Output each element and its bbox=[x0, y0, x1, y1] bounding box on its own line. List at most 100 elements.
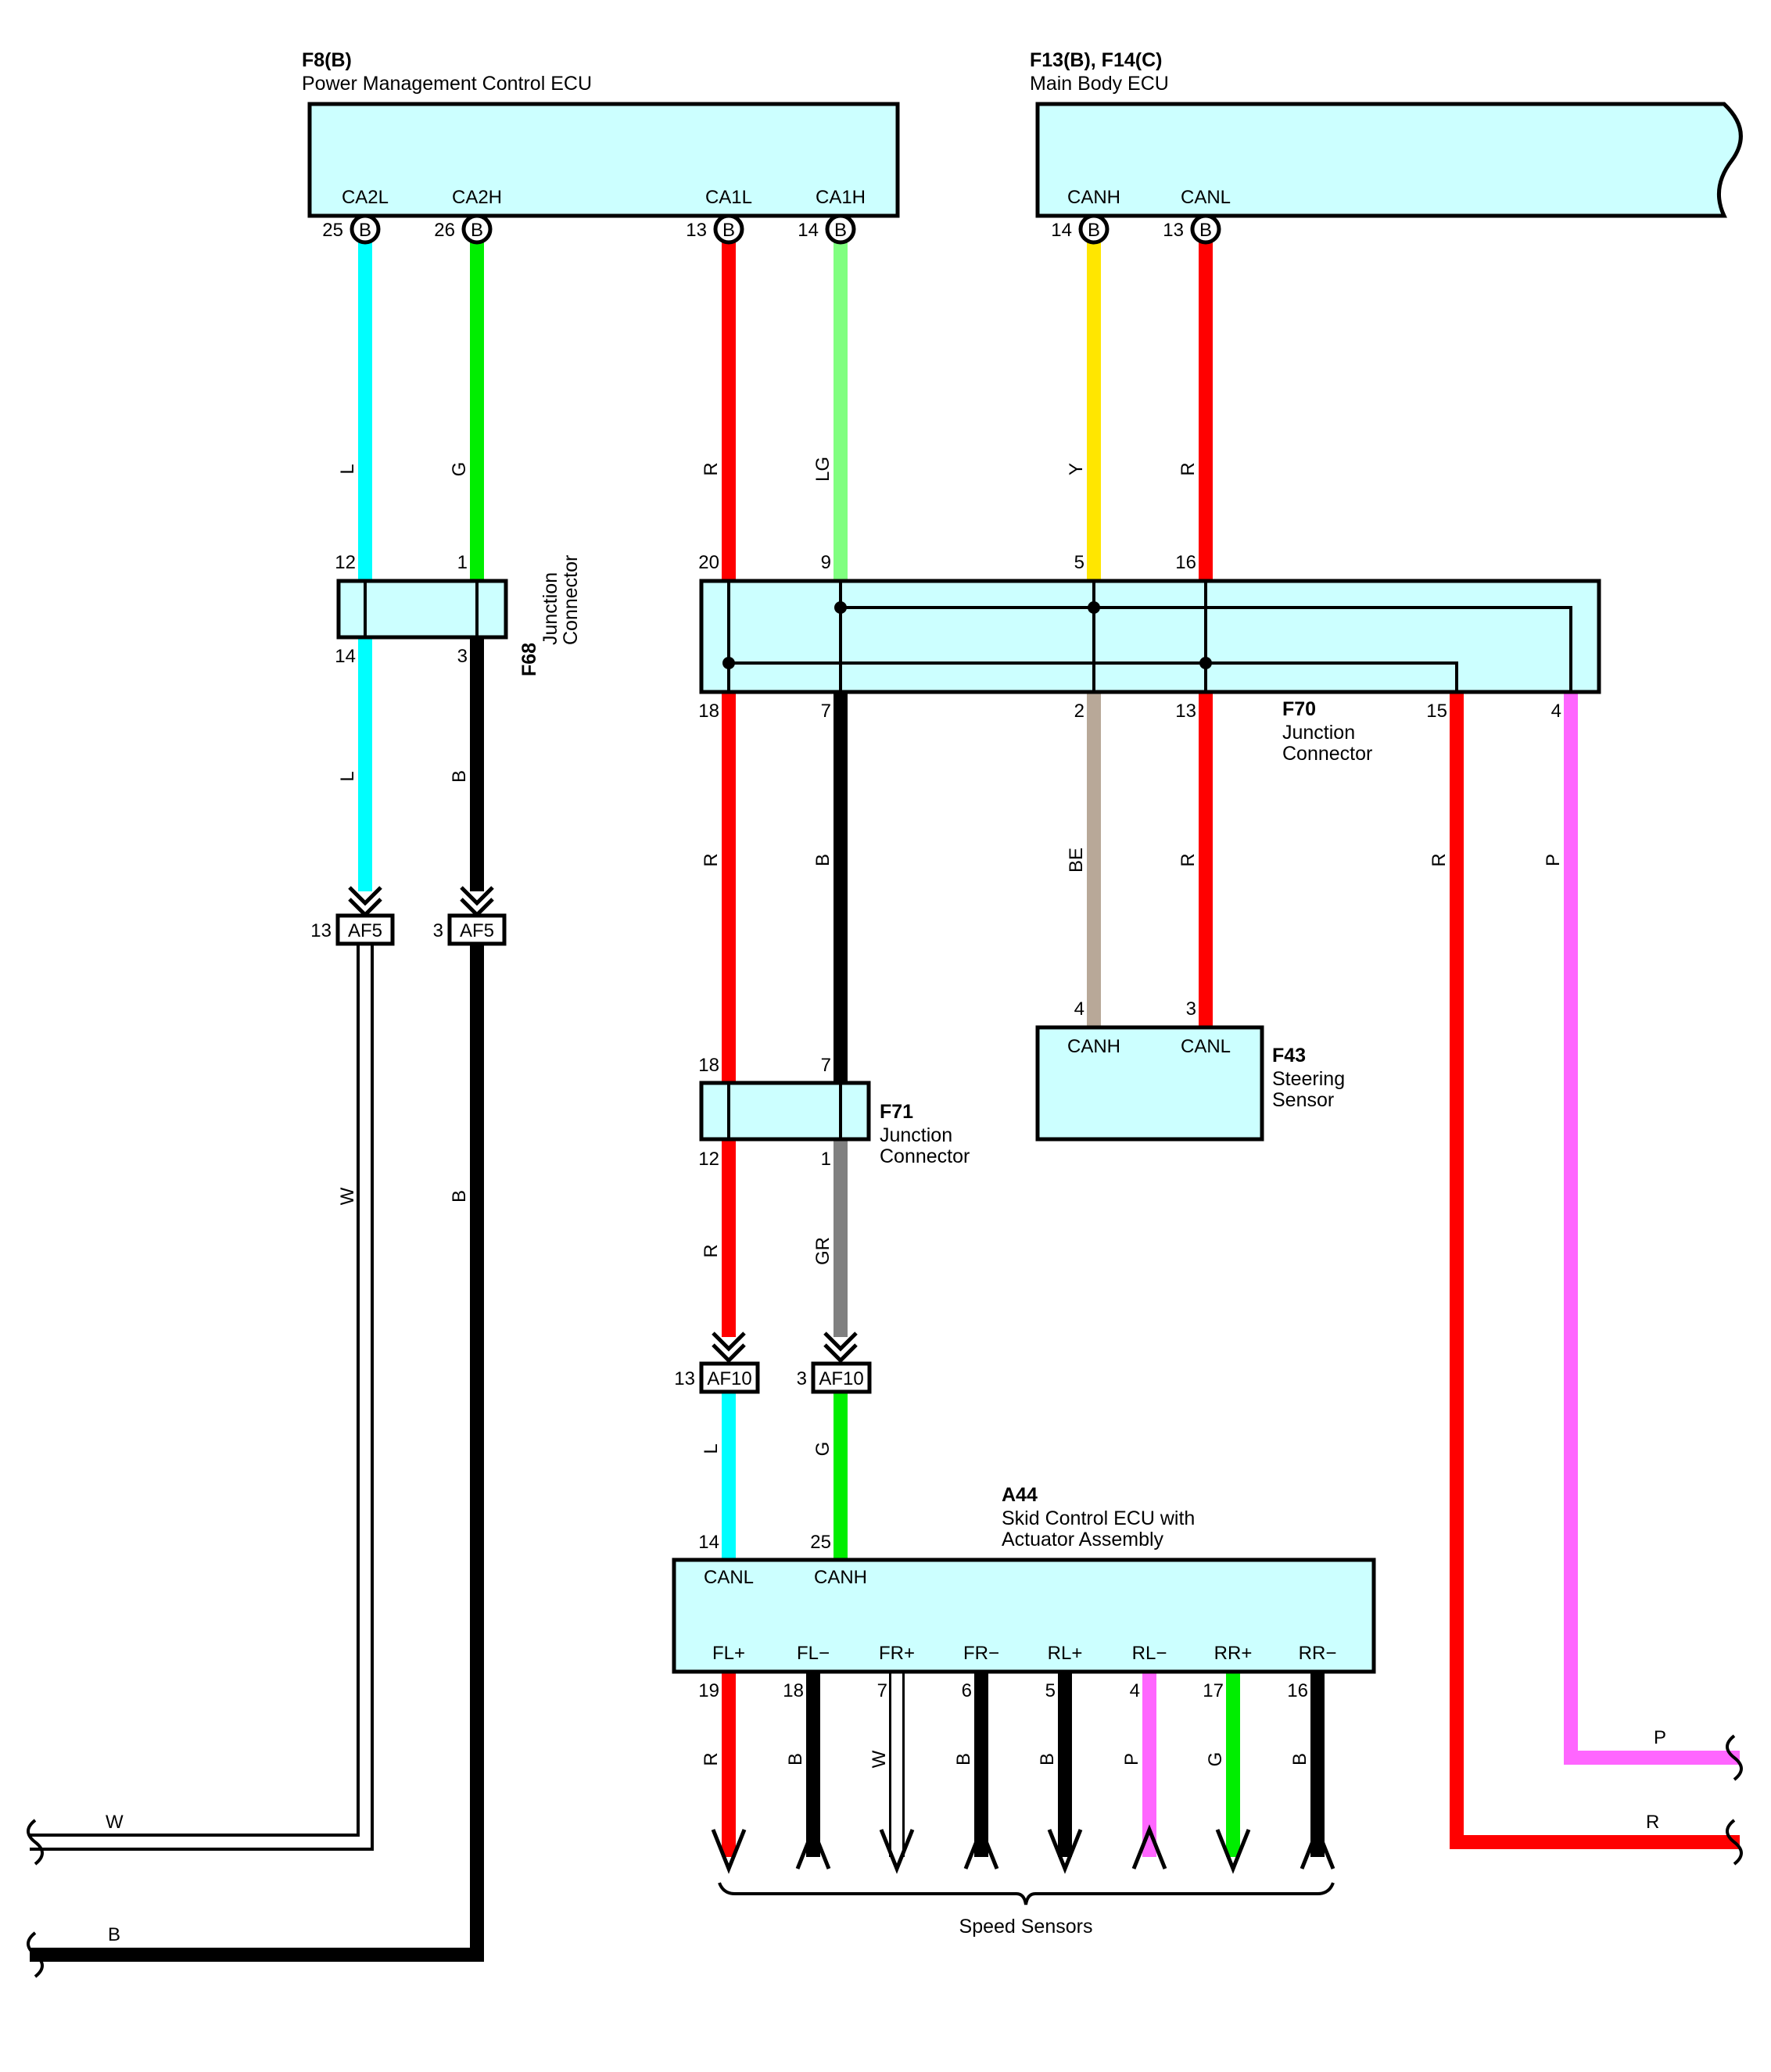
arrow-fr-minus-icon bbox=[963, 1824, 999, 1869]
f8-name: Power Management Control ECU bbox=[302, 73, 592, 95]
a44-terminal-fl-plus: FL+ bbox=[712, 1643, 745, 1664]
pin-a44-b5: 4 bbox=[1130, 1680, 1140, 1701]
component-f71: F71 Junction Connector bbox=[699, 1081, 970, 1167]
inline-connectors bbox=[348, 886, 858, 1364]
pin-f71-out-r: 1 bbox=[821, 1149, 831, 1170]
code-f70-3: BE bbox=[1066, 848, 1087, 873]
pin-a44-canl: 14 bbox=[698, 1532, 719, 1553]
a44-terminal-fl-minus: FL− bbox=[797, 1643, 830, 1664]
connector-af10-left: AF10 bbox=[699, 1361, 760, 1394]
code-f70-6: P bbox=[1543, 854, 1564, 866]
pin-mb-canl: 13 bbox=[1163, 220, 1184, 241]
code-f71-r: GR bbox=[812, 1237, 834, 1265]
pin-a44-b4: 5 bbox=[1045, 1680, 1056, 1701]
f43-code: F43 bbox=[1272, 1045, 1306, 1066]
code-a44-b7: B bbox=[1289, 1753, 1310, 1766]
code-edge-p: P bbox=[1654, 1727, 1666, 1748]
pin-f68-out-r: 3 bbox=[457, 646, 468, 667]
pin-f70-in3: 5 bbox=[1074, 552, 1084, 573]
speed-sensors-label: Speed Sensors bbox=[959, 1916, 1093, 1938]
code-f70-5: R bbox=[1429, 853, 1450, 866]
f68-name-line2: Connector bbox=[560, 555, 582, 645]
f70-code: F70 bbox=[1282, 698, 1316, 720]
component-a44: A44 Skid Control ECU with Actuator Assem… bbox=[672, 1484, 1376, 1674]
pin-f43-canl: 3 bbox=[1186, 998, 1196, 1020]
component-f68: F68 Junction Connector bbox=[336, 555, 582, 676]
component-f43: CANH CANL F43 Steering Sensor bbox=[1035, 1025, 1345, 1142]
f43-terminal-canl: CANL bbox=[1181, 1036, 1231, 1057]
speed-sensors-group: Speed Sensors bbox=[718, 1882, 1335, 1938]
a44-terminal-canh: CANH bbox=[814, 1567, 867, 1588]
wire-f70-5 bbox=[1450, 692, 1740, 1849]
code-af5-l: W bbox=[337, 1187, 358, 1205]
f71-code: F71 bbox=[880, 1101, 913, 1123]
f68-name-line1: Junction bbox=[540, 572, 561, 645]
pin-f71-in-l: 18 bbox=[698, 1055, 719, 1076]
code-mb-canh: Y bbox=[1066, 463, 1087, 475]
code-f70-4: R bbox=[1178, 853, 1199, 866]
af10-right-code: AF10 bbox=[819, 1368, 863, 1389]
svg-text:B: B bbox=[834, 220, 847, 241]
pin-f70-in1: 20 bbox=[698, 552, 719, 573]
pin-f68-in-r: 1 bbox=[457, 552, 468, 573]
code-a44-b2: W bbox=[869, 1750, 890, 1768]
pin-a44-b6: 17 bbox=[1203, 1680, 1224, 1701]
f8-code: F8(B) bbox=[302, 49, 352, 71]
svg-text:B: B bbox=[1088, 220, 1100, 241]
wire-af5-b bbox=[30, 944, 484, 1962]
wire-af5-w bbox=[30, 944, 374, 1851]
code-f70-1: R bbox=[701, 853, 722, 866]
pin-af5-r: 3 bbox=[433, 920, 443, 941]
edge-breaks bbox=[27, 1734, 1743, 1978]
arrow-rl-plus-icon bbox=[1047, 1829, 1083, 1874]
pin-af10-r: 3 bbox=[797, 1368, 807, 1389]
code-ca2h: G bbox=[449, 462, 470, 477]
marker-f8-ca2l: B bbox=[350, 213, 381, 245]
pin-f68-in-l: 12 bbox=[335, 552, 356, 573]
svg-text:B: B bbox=[359, 220, 371, 241]
code-af5-r: B bbox=[449, 1190, 470, 1203]
speed-sensor-arrows bbox=[711, 1824, 1335, 1874]
arrow-fr-plus-icon bbox=[879, 1829, 915, 1874]
connector-af5-right: AF5 bbox=[447, 913, 507, 946]
main-body-terminal-canl: CANL bbox=[1181, 187, 1231, 208]
pin-a44-b7: 16 bbox=[1287, 1680, 1308, 1701]
wire-af5-w-fill bbox=[30, 944, 371, 1848]
pin-af5-l: 13 bbox=[310, 920, 332, 941]
f43-terminal-canh: CANH bbox=[1067, 1036, 1120, 1057]
code-a44-b6: G bbox=[1205, 1752, 1226, 1767]
pin-f70-in4: 16 bbox=[1175, 552, 1196, 573]
code-edge-r: R bbox=[1646, 1812, 1659, 1833]
af5-right-code: AF5 bbox=[460, 920, 494, 941]
code-af10-l: L bbox=[701, 1443, 722, 1454]
marker-f8-ca1h: B bbox=[825, 213, 856, 245]
pin-f43-canh: 4 bbox=[1074, 998, 1084, 1020]
arrow-rr-minus-icon bbox=[1300, 1824, 1335, 1869]
arrow-fl-minus-icon bbox=[795, 1824, 831, 1869]
pin-a44-b3: 6 bbox=[962, 1680, 972, 1701]
pin-f8-ca1h: 14 bbox=[798, 220, 819, 241]
af10-left-code: AF10 bbox=[707, 1368, 751, 1389]
code-f68-r: B bbox=[449, 770, 470, 783]
marker-mb-canl: B bbox=[1190, 213, 1221, 245]
code-ca1h: LG bbox=[812, 457, 834, 482]
f71-name-line2: Connector bbox=[880, 1145, 970, 1167]
main-body-code: F13(B), F14(C) bbox=[1030, 49, 1162, 71]
pin-f8-ca2l: 25 bbox=[322, 220, 343, 241]
pin-f71-in-r: 7 bbox=[821, 1055, 831, 1076]
f71-name-line1: Junction bbox=[880, 1124, 952, 1146]
f43-name-line2: Sensor bbox=[1272, 1089, 1334, 1111]
component-main-body-ecu: F13(B), F14(C) Main Body ECU CANH CANL bbox=[1030, 49, 1743, 218]
component-f70: F70 Junction Connector bbox=[699, 579, 1601, 765]
code-edge-w: W bbox=[106, 1812, 124, 1833]
pin-a44-b1: 18 bbox=[783, 1680, 804, 1701]
pin-f70-out2: 7 bbox=[821, 701, 831, 722]
code-a44-b0: R bbox=[701, 1752, 722, 1766]
marker-mb-canh: B bbox=[1078, 213, 1110, 245]
marker-f8-ca1l: B bbox=[713, 213, 744, 245]
f70-name-line2: Connector bbox=[1282, 743, 1372, 765]
pin-f70-out1: 18 bbox=[698, 701, 719, 722]
terminal-markers: B B B B B B bbox=[350, 213, 1221, 245]
arrow-rl-minus-icon bbox=[1131, 1824, 1167, 1869]
